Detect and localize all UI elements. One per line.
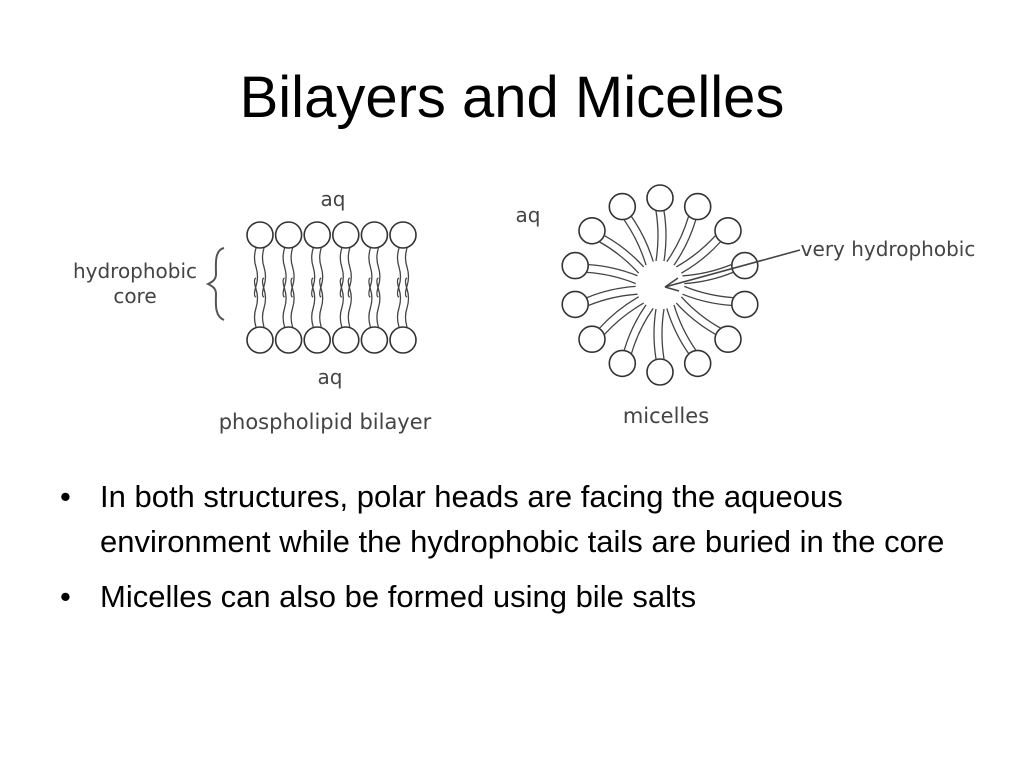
lipid-head-top — [360, 221, 389, 249]
micelle-head — [683, 192, 712, 221]
hydrophobic-core-label-line1: hydrophobic — [73, 259, 197, 283]
lipid-head-top — [274, 221, 303, 249]
micelle-tail — [599, 296, 640, 329]
lipid-tail-top — [282, 247, 287, 298]
lipid-tail-bottom — [376, 277, 381, 328]
lipid-tail-top — [404, 247, 410, 298]
lipid-head-bottom — [246, 326, 274, 354]
micelle-head — [578, 216, 606, 245]
micelle-head — [578, 325, 606, 353]
micelle-tail — [680, 241, 721, 274]
bullet-item: Micelles can also be formed using bile s… — [60, 574, 960, 619]
micelle-tail — [588, 293, 638, 307]
micelle-tail — [661, 308, 665, 360]
micelle-tail — [604, 302, 645, 335]
micelle-tail — [684, 271, 734, 285]
lipid-tail-top — [261, 247, 267, 298]
lipid-tail-top — [339, 247, 344, 298]
lipid-head-bottom — [274, 326, 303, 354]
lipid-tail-top — [368, 247, 373, 298]
lipid-tail-bottom — [347, 277, 352, 328]
micelle-tail — [655, 210, 659, 262]
lipid-head-bottom — [360, 326, 389, 354]
lipid-tail-top — [311, 247, 316, 298]
micelle-tail — [623, 219, 647, 266]
lipid-tail-top — [319, 247, 324, 298]
slide-title: Bilayers and Micelles — [239, 65, 785, 130]
micelle-head — [608, 192, 637, 221]
micelle-tail — [682, 293, 732, 307]
bullet-item: In both structures, polar heads are faci… — [60, 474, 960, 564]
lipid-tail-top — [347, 247, 352, 298]
lipid-tail-top — [290, 247, 295, 298]
lipid-tail-top — [396, 247, 402, 298]
micelle-head — [608, 349, 637, 378]
lipid-head-top — [303, 221, 332, 249]
micelle-tail — [588, 263, 638, 277]
micelle-head — [730, 290, 759, 319]
micelle-head — [646, 358, 674, 386]
lipid-tail-bottom — [290, 277, 295, 328]
micelle-head — [561, 251, 590, 280]
micelle-tail — [653, 308, 657, 360]
micelle-tail — [675, 235, 716, 268]
micelle-tail — [666, 308, 690, 354]
lipid-diagram: aq aq hydrophobic core phospholipid bila… — [73, 184, 976, 434]
micelle-tail — [680, 296, 721, 329]
lipid-head-top — [389, 221, 417, 249]
lipid-tail-bottom — [282, 277, 287, 328]
bullet-list: In both structures, polar heads are faci… — [60, 474, 960, 629]
lipid-head-bottom — [389, 326, 417, 354]
micelle — [561, 184, 759, 386]
bilayer-bottom-aq-label: aq — [318, 365, 343, 389]
micelle-head — [714, 216, 742, 245]
core-brace — [205, 247, 225, 321]
hydrophobic-arrow-line — [664, 249, 801, 288]
lipid-tail-bottom — [368, 277, 373, 328]
lipid-head-top — [246, 221, 274, 249]
micelle-tail — [630, 308, 654, 354]
micelle-aq-label: aq — [516, 203, 541, 227]
micelle-head — [683, 349, 712, 378]
micelle-tail — [675, 302, 716, 335]
lipid-tail-bottom — [261, 277, 267, 328]
micelle-tail — [666, 216, 690, 262]
micelle-head — [714, 325, 742, 353]
micelle-tail — [684, 285, 734, 299]
micelle-tail — [599, 241, 640, 274]
micelle-tail — [586, 285, 636, 299]
micelle-head — [561, 290, 590, 319]
bilayer-caption: phospholipid bilayer — [219, 410, 432, 434]
hydrophobic-core-label-line2: core — [113, 284, 156, 308]
lipid-tail-bottom — [404, 277, 410, 328]
micelle-tail — [673, 304, 697, 351]
lipid-head-bottom — [303, 326, 332, 354]
micelle-tail — [586, 271, 636, 285]
lipid-tail-bottom — [396, 277, 402, 328]
arrow-head-icon — [664, 277, 680, 292]
lipid-tail-bottom — [319, 277, 324, 328]
micelle-caption: micelles — [623, 404, 709, 428]
micelle-tail — [682, 263, 732, 277]
lipid-tail-bottom — [339, 277, 344, 328]
lipid-tail-bottom — [253, 277, 259, 328]
very-hydrophobic-label: very hydrophobic — [801, 237, 976, 261]
micelle-tail — [673, 219, 697, 266]
lipid-tail-bottom — [311, 277, 316, 328]
phospholipid-bilayer — [246, 221, 417, 354]
micelle-tail — [604, 235, 645, 268]
lipid-tail-top — [376, 247, 381, 298]
micelle-head — [646, 184, 674, 212]
lipid-head-bottom — [331, 326, 360, 354]
lipid-tail-top — [253, 247, 259, 298]
lipid-head-top — [331, 221, 360, 249]
bilayer-top-aq-label: aq — [321, 187, 346, 211]
micelle-tail — [630, 216, 654, 262]
micelle-tail — [623, 304, 647, 351]
micelle-tail — [663, 210, 667, 262]
